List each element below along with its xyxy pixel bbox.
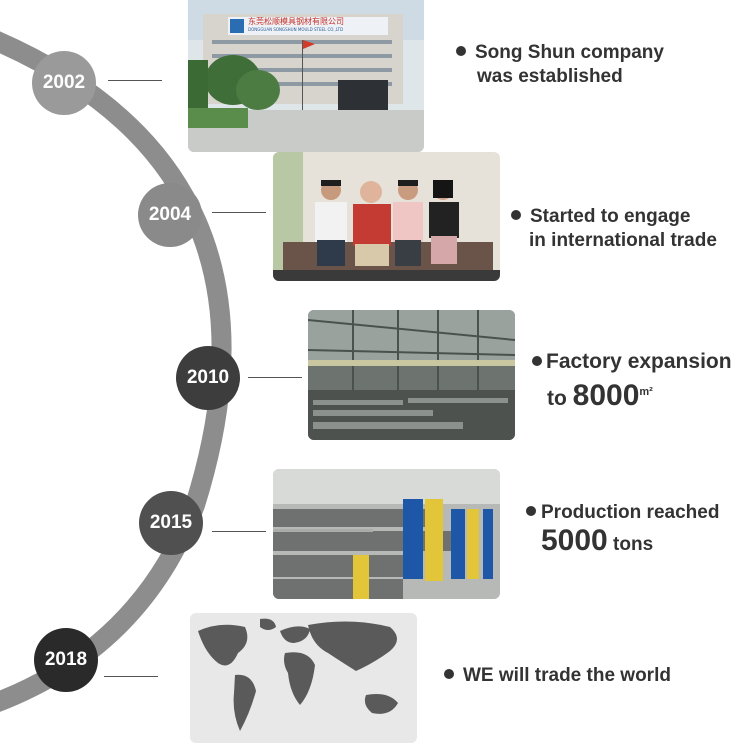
year-badge-2010: 2010 <box>176 346 240 410</box>
production-unit: tons <box>608 534 653 555</box>
bullet-icon <box>526 506 536 516</box>
milestone-2004-text: Started to engage in international trade <box>511 205 717 253</box>
connector-2015 <box>212 531 266 532</box>
milestone-2002-line2: was established <box>456 65 664 89</box>
connector-2018 <box>104 676 158 677</box>
bullet-icon <box>532 356 542 366</box>
milestone-2015-line1: Production reached <box>541 502 719 523</box>
year-badge-2018: 2018 <box>34 628 98 692</box>
business-meeting-photo <box>273 152 500 281</box>
connector-2002 <box>108 80 162 81</box>
factory-area-value: 8000 <box>573 379 640 412</box>
connector-2010 <box>248 377 302 378</box>
milestone-2010-prefix: to <box>547 387 573 410</box>
bullet-icon <box>444 669 454 679</box>
milestone-2015-text: Production reached 5000 tons <box>526 501 719 557</box>
connector-2004 <box>212 212 266 213</box>
year-badge-2004: 2004 <box>138 183 202 247</box>
factory-area-unit: m² <box>639 386 652 398</box>
milestone-2002-text: Song Shun company was established <box>456 41 664 89</box>
milestone-2018-line1: WE will trade the world <box>463 665 671 686</box>
world-map-photo <box>190 613 417 743</box>
milestone-2004-line1: Started to engage <box>530 206 690 227</box>
factory-interior-photo <box>308 310 515 440</box>
milestone-2004-line2: in international trade <box>511 229 717 253</box>
production-value: 5000 <box>541 524 608 557</box>
year-badge-2015: 2015 <box>139 491 203 555</box>
building-sign-en: DONGGUAN SONGSHUN MOULD STEEL CO.,LTD <box>248 27 388 32</box>
milestone-2010-line1: Factory expansion <box>546 350 732 373</box>
milestone-2010-text: Factory expansion to 8000m² <box>532 350 732 411</box>
company-building-photo: 东莞松顺模具钢材有限公司 DONGGUAN SONGSHUN MOULD STE… <box>188 0 424 152</box>
steel-stock-photo <box>273 469 500 599</box>
year-badge-2002: 2002 <box>32 51 96 115</box>
milestone-2002-line1: Song Shun company <box>475 42 664 63</box>
building-sign-cn: 东莞松顺模具钢材有限公司 <box>248 16 388 27</box>
bullet-icon <box>511 210 521 220</box>
milestone-2018-text: WE will trade the world <box>444 664 671 688</box>
bullet-icon <box>456 46 466 56</box>
